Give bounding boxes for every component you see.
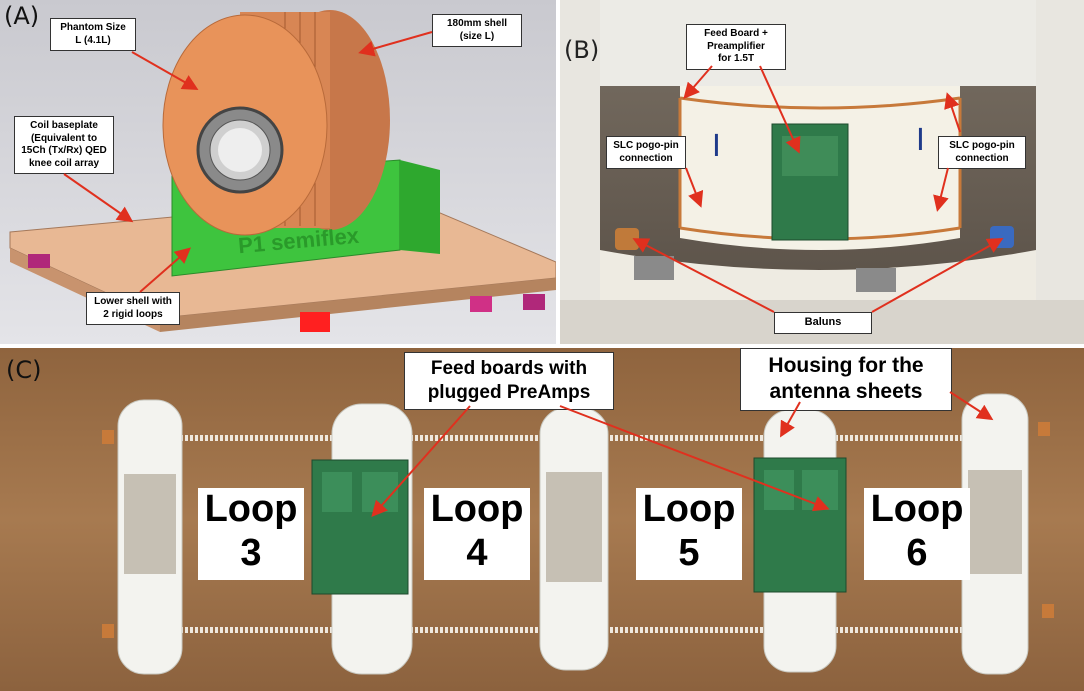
loop-label-4: Loop 4 [424,488,530,580]
callout-coil-baseplate: Coil baseplate (Equivalent to 15Ch (Tx/R… [14,116,114,174]
callout-180mm-shell: 180mm shell (size L) [432,14,522,47]
svg-text:I: I [916,123,925,158]
panel-b: I I (B) Feed Board + Preamplifier for 1.… [560,0,1084,344]
loop-label-5: Loop 5 [636,488,742,580]
callout-slc-right: SLC pogo-pin connection [938,136,1026,169]
panel-b-label: (B) [564,36,600,64]
panel-a: (A) P1 semiflex Phantom Size L (4.1L) 18… [0,0,556,344]
callout-baluns: Baluns [774,312,872,334]
svg-text:I: I [712,129,721,164]
callout-housing: Housing for the antenna sheets [740,348,952,411]
callout-feed-board: Feed Board + Preamplifier for 1.5T [686,24,786,70]
panel-a-label: (A) [4,2,40,30]
callout-phantom-size: Phantom Size L (4.1L) [50,18,136,51]
panel-c-arrows [371,391,994,517]
panel-c: (C) Loop 3 Loop 4 Loop 5 Loop 6 Feed boa… [0,348,1084,691]
loop-label-6: Loop 6 [864,488,970,580]
panel-a-arrows [63,31,433,293]
panel-c-label: (C) [6,356,42,384]
callout-slc-left: SLC pogo-pin connection [606,136,686,169]
loop-label-3: Loop 3 [198,488,304,580]
callout-lower-shell: Lower shell with 2 rigid loops [86,292,180,325]
panel-b-arrows [632,65,1004,313]
callout-feed-boards: Feed boards with plugged PreAmps [404,352,614,410]
